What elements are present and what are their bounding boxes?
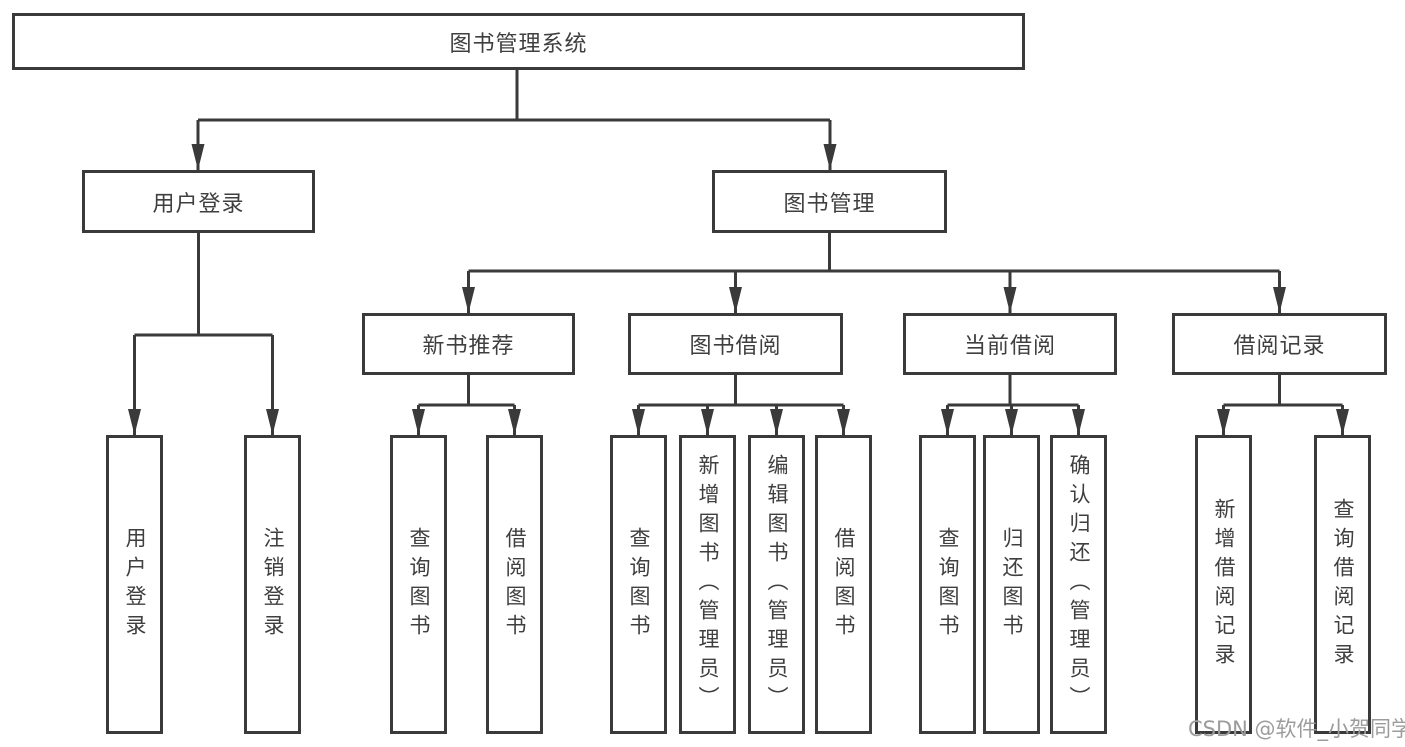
node-label: 借阅图书 <box>832 526 856 643</box>
node-book-borrowing: 图书借阅 <box>628 313 843 375</box>
node-label: 借阅图书 <box>503 526 527 643</box>
node-user-login: 用户登录 <box>82 170 315 233</box>
node-leaf-add-borrow-record: 新增借阅记录 <box>1195 435 1252 734</box>
node-leaf-query-books-3: 查询图书 <box>919 435 976 734</box>
node-label: 图书管理 <box>783 191 876 217</box>
node-leaf-user-login: 用户登录 <box>106 435 163 734</box>
node-label: 注销登录 <box>261 526 285 643</box>
watermark: CSDN @软件_小贺同学 <box>1188 717 1405 741</box>
node-label: 新增图书（管理员） <box>696 454 720 715</box>
node-leaf-query-books-2: 查询图书 <box>610 435 667 734</box>
node-leaf-add-book-admin: 新增图书（管理员） <box>679 435 736 734</box>
node-label: 查询图书 <box>627 526 651 643</box>
node-leaf-return-book: 归还图书 <box>983 435 1040 734</box>
node-leaf-query-borrow-record: 查询借阅记录 <box>1314 435 1371 734</box>
node-label: 归还图书 <box>1000 526 1024 643</box>
node-new-book-recommendation: 新书推荐 <box>362 313 575 375</box>
node-book-management: 图书管理 <box>712 170 947 233</box>
node-label: 图书借阅 <box>689 334 782 359</box>
node-label: 用户登录 <box>123 526 147 643</box>
node-library-management-system: 图书管理系统 <box>12 13 1025 70</box>
node-label: 图书管理系统 <box>449 31 588 57</box>
node-label: 查询图书 <box>407 526 431 643</box>
node-leaf-confirm-return-admin: 确认归还（管理员） <box>1050 435 1107 734</box>
node-label: 新书推荐 <box>422 334 515 359</box>
node-label: 查询借阅记录 <box>1331 497 1355 672</box>
node-label: 查询图书 <box>936 526 960 643</box>
node-borrowing-records: 借阅记录 <box>1172 313 1387 375</box>
node-label: 新增借阅记录 <box>1212 497 1236 672</box>
node-current-borrowing: 当前借阅 <box>903 313 1117 375</box>
node-leaf-query-books-1: 查询图书 <box>390 435 447 734</box>
node-leaf-borrow-books-2: 借阅图书 <box>815 435 872 734</box>
node-label: 编辑图书（管理员） <box>765 454 789 715</box>
node-leaf-edit-book-admin: 编辑图书（管理员） <box>748 435 805 734</box>
node-leaf-logout: 注销登录 <box>244 435 301 734</box>
node-leaf-borrow-books-1: 借阅图书 <box>486 435 543 734</box>
node-label: 当前借阅 <box>963 334 1056 359</box>
node-label: 确认归还（管理员） <box>1067 454 1091 715</box>
node-label: 用户登录 <box>152 191 245 217</box>
node-label: 借阅记录 <box>1233 334 1326 359</box>
